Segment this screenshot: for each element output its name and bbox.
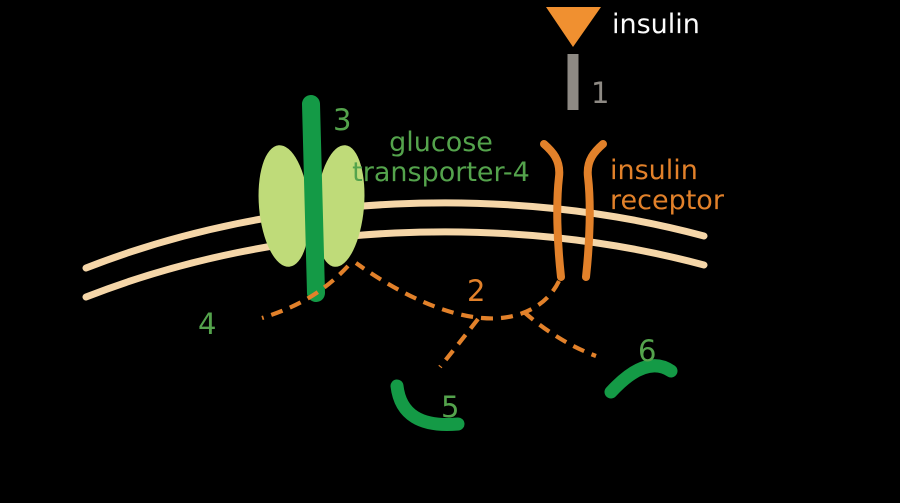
- membrane-inner-line: [82, 228, 708, 301]
- insulin-receptor-right-chain: [582, 140, 607, 281]
- glut4-left-lobe: [258, 145, 310, 267]
- signal-path-to-step6: [522, 310, 597, 358]
- transporter-label-line1: glucose: [389, 127, 493, 158]
- step-6-label: 6: [638, 334, 656, 368]
- step-1-label: 1: [591, 76, 609, 110]
- receptor-label-line1: insulin: [610, 155, 698, 186]
- effect-arrow-6: [604, 359, 678, 399]
- transporter-label-line2: transporter-4: [352, 157, 530, 188]
- receptor-label-line2: receptor: [610, 185, 725, 216]
- step-4-label: 4: [198, 307, 216, 341]
- insulin-receptor-left-chain: [540, 140, 565, 281]
- step-3-label: 3: [333, 103, 351, 137]
- glucose-channel-arrow: [302, 95, 325, 302]
- insulin-label: insulin: [612, 9, 700, 40]
- insulin-molecule: [546, 7, 601, 47]
- step-5-label: 5: [441, 390, 459, 424]
- effect-arrow-5: [390, 379, 465, 432]
- membrane-outer-line: [82, 199, 708, 272]
- signal-path-receptor-to-transporter: [354, 261, 561, 321]
- signal-path-to-step4: [261, 264, 350, 321]
- signal-path-to-step5: [438, 317, 480, 369]
- step-2-label: 2: [467, 274, 485, 308]
- glut4-right-lobe: [315, 145, 365, 267]
